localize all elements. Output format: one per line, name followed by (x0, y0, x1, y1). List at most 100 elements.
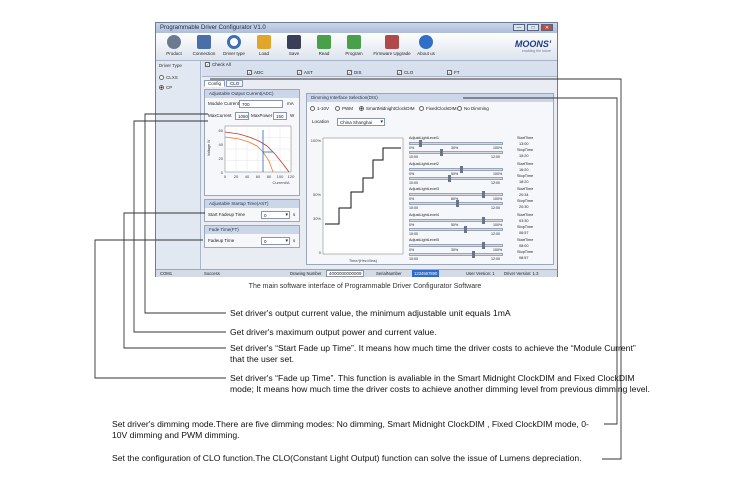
start-time-value[interactable]: 03:30 (519, 218, 529, 223)
leader-a2 (133, 120, 226, 333)
drawing-number-label: Drawing Number (290, 271, 322, 276)
level-time-thumb[interactable] (440, 149, 443, 156)
level-time-slider[interactable] (409, 225, 503, 233)
stop-time-value[interactable]: 18:20 (519, 179, 529, 184)
level-slider[interactable] (409, 165, 503, 173)
level-slider[interactable] (409, 140, 503, 147)
stop-time-label: StopTime (517, 224, 534, 229)
start-fadeup-time-select[interactable]: 0 (261, 211, 290, 219)
connection-button[interactable]: Connection (188, 35, 220, 60)
level-slider-thumb[interactable] (482, 191, 485, 198)
firmware-upgrade-label: Firmware Upgrade (373, 51, 411, 56)
level-slider-thumb[interactable] (482, 216, 485, 224)
mode-fixed-clockdim[interactable]: FixedClockDIM (419, 106, 457, 112)
iv-ytick: 0 (221, 170, 224, 175)
check-all-box[interactable]: ✓ (205, 62, 210, 68)
driver-type-clxs[interactable]: CLXS (159, 75, 178, 81)
serial-number-field[interactable]: 1234567890 (412, 270, 440, 277)
mode-no-dimming[interactable]: No Dimming (457, 106, 489, 112)
level-time-slider[interactable] (409, 149, 503, 156)
iv-ytick: 60 (219, 128, 224, 133)
light-levels: AdjustLightLevel1 0% 30% 100% 10:00 12:00 Star… (407, 136, 553, 264)
schedule-ytick: 50% (313, 192, 321, 197)
check-ft-box[interactable]: ✓ (447, 70, 452, 76)
stop-time-value[interactable]: 08:57 (519, 256, 529, 260)
stop-time-value[interactable]: 20:30 (519, 205, 529, 209)
mode-pwm[interactable]: PWM (335, 106, 353, 112)
location-select[interactable]: China Shanghai (337, 118, 385, 126)
check-dis[interactable]: ✓DIS (347, 70, 362, 76)
minimize-button[interactable]: — (513, 24, 525, 31)
level-label: AdjustLightLevel1 (409, 136, 439, 140)
radio-smart-midnight[interactable] (359, 106, 364, 112)
level-time-slider[interactable] (409, 174, 503, 182)
check-adc-box[interactable]: ✓ (247, 70, 252, 76)
start-time-value[interactable]: 16:20 (519, 167, 529, 172)
check-clo-box[interactable]: ✓ (397, 70, 402, 76)
driver-type-button[interactable]: Driver type (218, 35, 250, 60)
read-button[interactable]: Read (308, 35, 340, 60)
radio-cp[interactable] (159, 85, 164, 91)
level-slider[interactable] (409, 242, 503, 249)
driver-type-pane: Driver Type CLXS CP (156, 61, 201, 269)
max-current-value: 1050 (235, 112, 249, 120)
program-button[interactable]: Program (338, 35, 370, 60)
start-time-value[interactable]: 13:00 (519, 142, 529, 146)
product-button[interactable]: Product (158, 35, 190, 60)
save-button[interactable]: Save (278, 35, 310, 60)
level-pct: 30% (451, 146, 459, 150)
tab-config[interactable]: Config (204, 80, 226, 87)
level-time-thumb[interactable] (456, 200, 459, 207)
level-slider-thumb[interactable] (482, 242, 485, 249)
leader-a1 (144, 113, 226, 314)
check-ft[interactable]: ✓FT (447, 70, 460, 76)
check-dis-box[interactable]: ✓ (347, 70, 352, 76)
close-button[interactable]: ✕ (541, 24, 553, 31)
radio-fixed-clockdim[interactable] (419, 106, 424, 112)
level-time-start: 10:00 (409, 257, 418, 261)
level-high: 100% (493, 146, 503, 150)
radio-no-dimming[interactable] (457, 106, 462, 112)
level-time-slider[interactable] (409, 200, 503, 207)
check-ast[interactable]: ✓AST (297, 70, 313, 76)
level-pct: 30% (451, 248, 459, 252)
firmware-upgrade-button[interactable]: Firmware Upgrade (372, 35, 412, 60)
level-slider[interactable] (409, 191, 503, 198)
check-all[interactable]: ✓Check All (205, 62, 231, 68)
check-ast-box[interactable]: ✓ (297, 70, 302, 76)
level-low: 0% (409, 171, 415, 176)
radio-1-10v[interactable] (310, 106, 315, 112)
about-us-button[interactable]: About us (410, 35, 442, 60)
module-current-input[interactable]: 700 (239, 100, 283, 108)
stop-time-value[interactable]: 15:20 (519, 154, 529, 158)
check-adc[interactable]: ✓ADC (247, 70, 264, 76)
program-label: Program (345, 51, 363, 56)
start-time-value[interactable]: 08:00 (519, 244, 529, 248)
level-time-thumb[interactable] (448, 174, 451, 182)
level-slider-thumb[interactable] (419, 140, 422, 147)
load-button[interactable]: Load (248, 35, 280, 60)
check-clo[interactable]: ✓CLO (397, 70, 414, 76)
mode-smart-midnight[interactable]: SmartMidnightClockDIM (359, 106, 415, 112)
level-slider-thumb[interactable] (459, 165, 463, 173)
driver-type-cp[interactable]: CP (159, 85, 172, 91)
driver-type-title: Driver Type (159, 63, 182, 68)
level-time-thumb[interactable] (472, 251, 475, 258)
level-time-end: 12:00 (491, 231, 500, 236)
maximize-button[interactable]: □ (527, 24, 539, 31)
drawing-number-field[interactable]: 4000000000009 (326, 270, 364, 277)
mode-1-10v[interactable]: 1-10V (310, 106, 329, 112)
tab-clo[interactable]: CLO (226, 80, 244, 87)
start-time-label: StartTime (517, 136, 534, 140)
serial-number-label: SerialNumber (376, 271, 402, 276)
start-time-value[interactable]: 20:34 (519, 193, 529, 197)
level-time-thumb[interactable] (464, 225, 467, 233)
fadeup-time-unit: s (293, 238, 296, 243)
radio-clxs[interactable] (159, 75, 164, 81)
fadeup-time-select[interactable]: 0 (261, 237, 290, 245)
level-time-slider[interactable] (409, 251, 503, 258)
stop-time-value[interactable]: 06:57 (519, 230, 529, 235)
radio-pwm[interactable] (335, 106, 340, 112)
max-power-label: MaxPower (251, 113, 273, 118)
level-slider[interactable] (409, 216, 503, 224)
